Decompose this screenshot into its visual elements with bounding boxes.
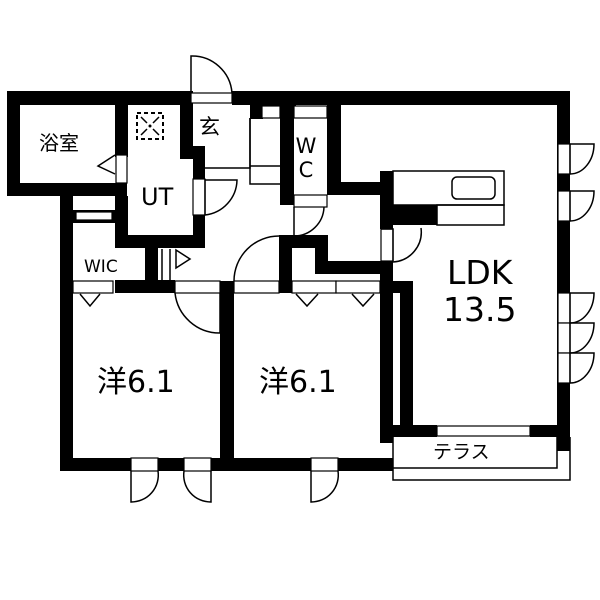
openings — [72, 92, 571, 472]
room-label-bedroom-2: 洋6.1 — [259, 365, 337, 400]
room-label-toilet: WC — [295, 134, 317, 183]
ldk-name: LDK — [447, 253, 513, 292]
room-label-ldk: LDK 13.5 — [443, 253, 517, 329]
fixtures — [79, 55, 595, 503]
room-label-bedroom-1: 洋6.1 — [97, 365, 175, 400]
room-label-bath: 浴室 — [39, 131, 79, 155]
room-label-entrance: 玄 — [199, 115, 220, 139]
room-label-terrace: テラス — [433, 441, 490, 463]
room-label-walk-in-closet: WIC — [84, 257, 118, 277]
ldk-size: 13.5 — [443, 289, 517, 329]
room-label-utility: UT — [141, 183, 174, 211]
washer-pan-icon — [136, 112, 164, 140]
